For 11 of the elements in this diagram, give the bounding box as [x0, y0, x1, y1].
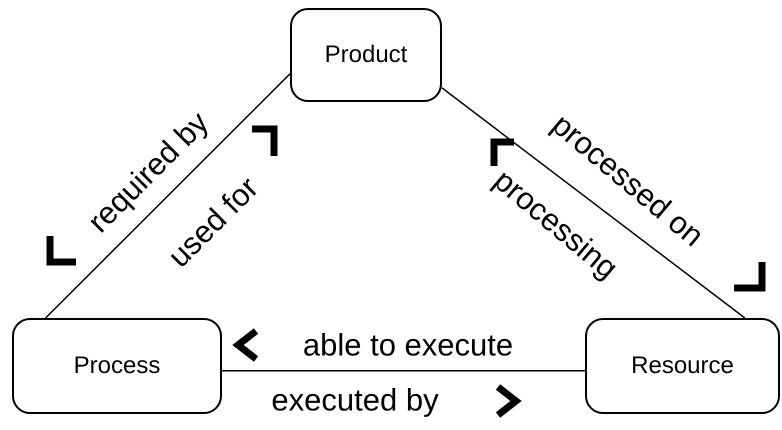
relation-label: executed by [271, 384, 439, 416]
rounded-box [290, 8, 442, 102]
relation-label: able to execute [302, 330, 514, 360]
connector-line [442, 87, 746, 319]
node-label: Resource [631, 351, 734, 381]
node-label: Product [324, 40, 408, 70]
node-label: Process [74, 351, 160, 381]
connector-line [45, 73, 291, 319]
rounded-box [585, 318, 780, 414]
rounded-box [12, 318, 222, 414]
connector-line [222, 370, 585, 372]
